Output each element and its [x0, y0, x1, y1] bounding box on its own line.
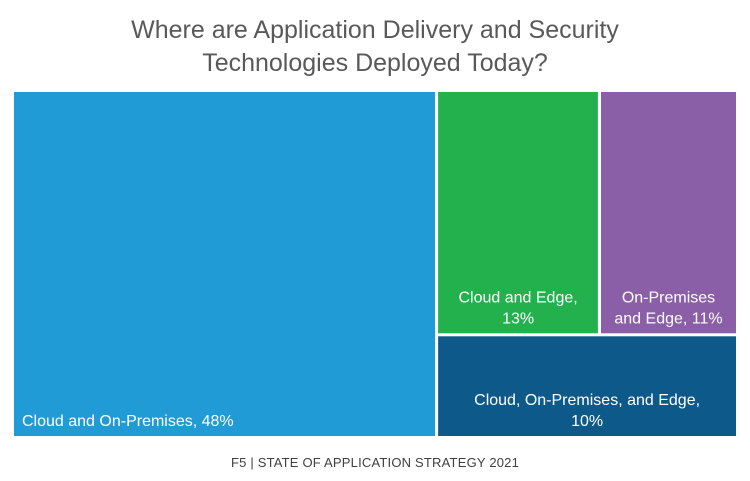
- tile-cloud-on-premises-and-edge-10: [438, 336, 736, 436]
- tile-label-cloud-and-edge-13: Cloud and Edge, 13%: [458, 289, 577, 327]
- chart-title-line-2: Technologies Deployed Today?: [202, 49, 548, 77]
- tile-label-cloud-on-premises-and-edge-10: Cloud, On-Premises, and Edge, 10%: [474, 392, 700, 430]
- chart-title: Where are Application Delivery and Secur…: [0, 14, 750, 80]
- tile-label-on-premises-and-edge-11: On-Premises and Edge, 11%: [614, 289, 722, 327]
- tile-cloud-and-edge-13: [438, 92, 598, 334]
- tile-label-line: 10%: [571, 413, 603, 430]
- tile-label-line: and Edge, 11%: [614, 310, 722, 327]
- tile-label-cloud-and-on-premises-48: Cloud and On-Premises, 48%: [22, 413, 234, 430]
- footer-source: F5 | STATE OF APPLICATION STRATEGY 2021: [230, 455, 520, 470]
- chart-title-line-1: Where are Application Delivery and Secur…: [131, 16, 619, 44]
- tile-label-line: Cloud, On-Premises, and Edge,: [474, 392, 700, 409]
- tile-label-line: On-Premises: [622, 289, 715, 306]
- tile-label-line: Cloud and On-Premises, 48%: [22, 413, 234, 430]
- tile-on-premises-and-edge-11: [601, 92, 736, 334]
- tile-cloud-and-on-premises-48: [14, 92, 436, 436]
- tile-label-line: 13%: [502, 310, 534, 327]
- tile-label-line: Cloud and Edge,: [458, 289, 577, 306]
